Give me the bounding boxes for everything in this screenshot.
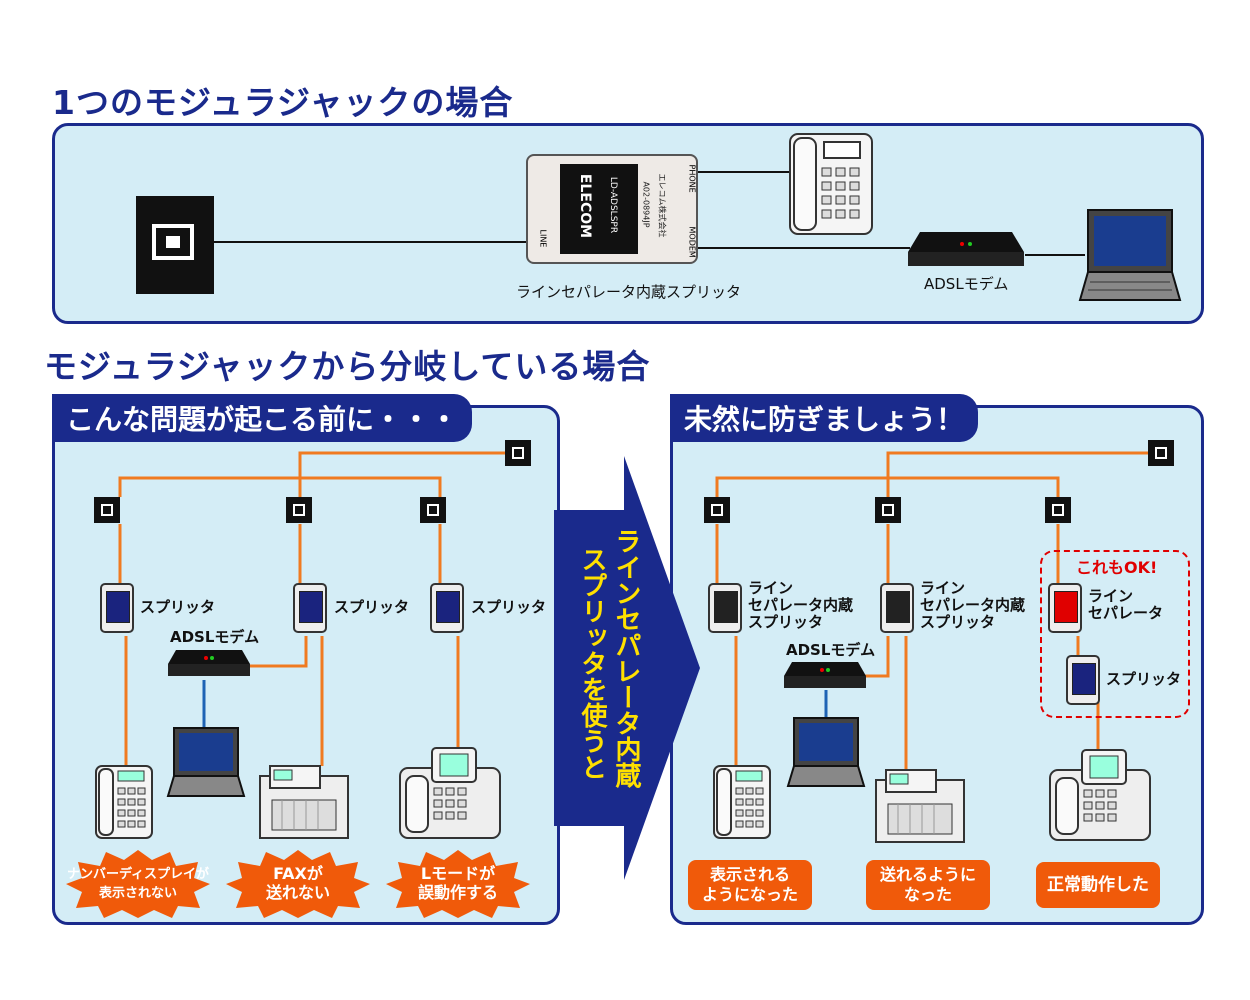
r-separator-splitter-1-icon — [708, 583, 742, 633]
left-lmode-phone-icon — [399, 747, 501, 839]
r-splitter-icon — [1066, 655, 1100, 705]
device-brand-plate: ELECOM LD-ADSLSPR — [560, 164, 638, 254]
r-laptop-icon — [786, 717, 866, 787]
r-separator-splitter-2-icon — [880, 583, 914, 633]
arrow-text-line2: スプリッタを使うと — [577, 546, 607, 780]
solution-tab: 未然に防ぎましょう！ — [670, 394, 979, 442]
jack-2-icon — [286, 497, 312, 523]
splitter-3-label: スプリッタ — [471, 598, 547, 616]
modem-caption: ADSLモデム — [924, 275, 1009, 293]
r-jack-1-icon — [704, 497, 730, 523]
problem-3-burst — [386, 850, 530, 918]
r-jack-main-icon — [1148, 440, 1174, 466]
r-modem-label: ADSLモデム — [786, 641, 876, 659]
left-modem-icon — [168, 650, 250, 676]
problem-1-text: ナンバーディスプレイが 表示されない — [66, 867, 210, 901]
r-lmode-phone-icon — [1049, 749, 1151, 841]
problem-2-burst — [226, 850, 370, 918]
splitter-1-label: スプリッタ — [140, 598, 216, 616]
r-splitter-label: スプリッタ — [1106, 670, 1182, 688]
splitter-1-icon — [100, 583, 134, 633]
modular-jack-icon — [136, 196, 214, 294]
ok-option-box — [1040, 550, 1190, 718]
transition-arrow — [554, 456, 700, 880]
left-telephone-icon — [95, 765, 153, 839]
splitter-caption: ラインセパレータ内蔵スプリッタ — [516, 283, 742, 301]
laptop-icon — [1078, 209, 1182, 301]
splitter-device: ELECOM LD-ADSLSPR A02-0894JP エレコム株式会社 LI… — [526, 154, 698, 264]
section2-title: モジュラジャックから分岐している場合 — [44, 347, 651, 386]
r-telephone-icon — [713, 765, 771, 839]
r-jack-2-icon — [875, 497, 901, 523]
problem-3-text: Lモードが 誤動作する — [417, 864, 498, 902]
r-modem-icon — [784, 662, 866, 688]
jack-3-icon — [420, 497, 446, 523]
r-jack-3-icon — [1045, 497, 1071, 523]
r-fax-icon — [875, 769, 965, 843]
splitter-2-label: スプリッタ — [334, 598, 410, 616]
splitter-3-icon — [430, 583, 464, 633]
r-device-1-label: ライン セパレータ内蔵 スプリッタ — [748, 579, 854, 631]
problem-1-burst — [66, 850, 210, 918]
left-fax-icon — [259, 765, 349, 839]
r-separator-label: ライン セパレータ — [1088, 587, 1164, 622]
jack-main-icon — [505, 440, 531, 466]
r-separator-icon — [1048, 583, 1082, 633]
adsl-modem-icon — [908, 232, 1024, 266]
arrow-text-line1: ラインセパレータ内蔵 — [611, 528, 641, 788]
result-3-badge: 正常動作した — [1036, 862, 1160, 908]
problem-2-text: FAXが 送れない — [265, 864, 330, 902]
splitter-2-icon — [293, 583, 327, 633]
r-device-2-label: ライン セパレータ内蔵 スプリッタ — [920, 579, 1026, 631]
left-modem-label: ADSLモデム — [170, 628, 260, 646]
ok-label: これもOK! — [1072, 554, 1162, 578]
result-1-badge: 表示される ようになった — [688, 860, 812, 910]
telephone-icon — [789, 133, 873, 235]
result-2-badge: 送れるように なった — [866, 860, 990, 910]
left-laptop-icon — [166, 727, 246, 797]
jack-1-icon — [94, 497, 120, 523]
section1-title: 1つのモジュラジャックの場合 — [52, 83, 514, 122]
problem-tab: こんな問題が起こる前に・・・ — [52, 394, 473, 442]
